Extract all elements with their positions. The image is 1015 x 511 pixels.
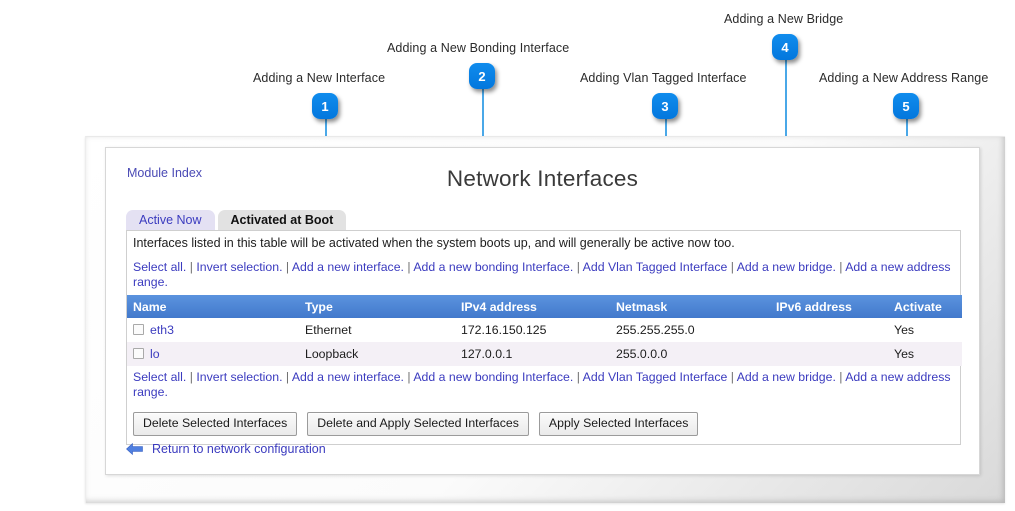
- callout-label-1: Adding a New Interface: [253, 71, 386, 85]
- cell-ipv4: 127.0.0.1: [455, 342, 610, 366]
- cell-name: eth3: [127, 318, 299, 342]
- link-select-all-top[interactable]: Select all.: [133, 260, 187, 274]
- link-add-new-interface-bottom[interactable]: Add a new interface.: [291, 370, 404, 384]
- row-checkbox[interactable]: [133, 348, 144, 359]
- tab-active-now[interactable]: Active Now: [126, 210, 215, 232]
- apply-selected-interfaces-button[interactable]: Apply Selected Interfaces: [538, 412, 699, 436]
- delete-selected-interfaces-button[interactable]: Delete Selected Interfaces: [133, 412, 298, 436]
- table-row: lo Loopback 127.0.0.1 255.0.0.0 Yes: [127, 342, 962, 366]
- callout-badge-4: 4: [772, 34, 798, 60]
- tab-bar: Active Now Activated at Boot: [126, 210, 347, 232]
- tab-content-box: Interfaces listed in this table will be …: [126, 230, 962, 445]
- action-link-bar-bottom: Select all. | Invert selection. | Add a …: [127, 366, 960, 405]
- webmin-page-panel: Module Index Network Interfaces Active N…: [105, 147, 980, 475]
- cell-activate: Yes: [888, 342, 962, 366]
- cell-type: Loopback: [299, 342, 455, 366]
- link-invert-selection-bottom[interactable]: Invert selection.: [196, 370, 283, 384]
- cell-ipv6: [770, 342, 888, 366]
- action-link-bar-top: Select all. | Invert selection. | Add a …: [127, 256, 960, 295]
- footer-return-row: Return to network configuration: [126, 442, 326, 456]
- tab-description: Interfaces listed in this table will be …: [127, 231, 960, 256]
- col-activate: Activate: [888, 295, 962, 318]
- interfaces-table: Name Type IPv4 address Netmask IPv6 addr…: [127, 295, 962, 366]
- callout-badge-5: 5: [893, 93, 919, 119]
- col-ipv4: IPv4 address: [455, 295, 610, 318]
- col-netmask: Netmask: [610, 295, 770, 318]
- col-ipv6: IPv6 address: [770, 295, 888, 318]
- cell-netmask: 255.0.0.0: [610, 342, 770, 366]
- screenshot-frame: Module Index Network Interfaces Active N…: [85, 136, 1005, 503]
- col-type: Type: [299, 295, 455, 318]
- callout-badge-3: 3: [652, 93, 678, 119]
- link-add-new-bonding-interface-bottom[interactable]: Add a new bonding Interface.: [413, 370, 574, 384]
- table-header-row: Name Type IPv4 address Netmask IPv6 addr…: [127, 295, 962, 318]
- callout-label-3: Adding Vlan Tagged Interface: [580, 71, 747, 85]
- callout-label-4: Adding a New Bridge: [724, 12, 844, 26]
- link-add-vlan-tagged-interface-bottom[interactable]: Add Vlan Tagged Interface: [582, 370, 728, 384]
- link-add-new-bonding-interface-top[interactable]: Add a new bonding Interface.: [413, 260, 574, 274]
- button-row: Delete Selected Interfaces Delete and Ap…: [127, 405, 960, 444]
- row-checkbox[interactable]: [133, 324, 144, 335]
- callout-label-2: Adding a New Bonding Interface: [387, 41, 570, 55]
- left-arrow-icon: [126, 442, 143, 456]
- cell-type: Ethernet: [299, 318, 455, 342]
- link-add-vlan-tagged-interface-top[interactable]: Add Vlan Tagged Interface: [582, 260, 728, 274]
- cell-ipv6: [770, 318, 888, 342]
- cell-activate: Yes: [888, 318, 962, 342]
- return-to-network-configuration-link[interactable]: Return to network configuration: [152, 442, 326, 456]
- cell-name: lo: [127, 342, 299, 366]
- callout-label-5: Adding a New Address Range: [819, 71, 989, 85]
- module-index-link[interactable]: Module Index: [127, 166, 203, 180]
- callout-badge-2: 2: [469, 63, 495, 89]
- interface-link[interactable]: lo: [150, 347, 160, 361]
- link-invert-selection-top[interactable]: Invert selection.: [196, 260, 283, 274]
- page-title: Network Interfaces: [446, 166, 639, 191]
- link-add-new-bridge-bottom[interactable]: Add a new bridge.: [736, 370, 836, 384]
- link-add-new-interface-top[interactable]: Add a new interface.: [291, 260, 404, 274]
- col-name: Name: [127, 295, 299, 318]
- callout-badge-1: 1: [312, 93, 338, 119]
- link-add-new-address-range-top[interactable]: Add a new address range.: [133, 260, 951, 289]
- cell-ipv4: 172.16.150.125: [455, 318, 610, 342]
- cell-netmask: 255.255.255.0: [610, 318, 770, 342]
- tab-activated-at-boot[interactable]: Activated at Boot: [217, 210, 347, 232]
- link-add-new-address-range-bottom[interactable]: Add a new address range.: [133, 370, 951, 399]
- link-select-all-bottom[interactable]: Select all.: [133, 370, 187, 384]
- link-add-new-bridge-top[interactable]: Add a new bridge.: [736, 260, 836, 274]
- interface-link[interactable]: eth3: [150, 323, 174, 337]
- table-row: eth3 Ethernet 172.16.150.125 255.255.255…: [127, 318, 962, 342]
- delete-and-apply-selected-interfaces-button[interactable]: Delete and Apply Selected Interfaces: [307, 412, 529, 436]
